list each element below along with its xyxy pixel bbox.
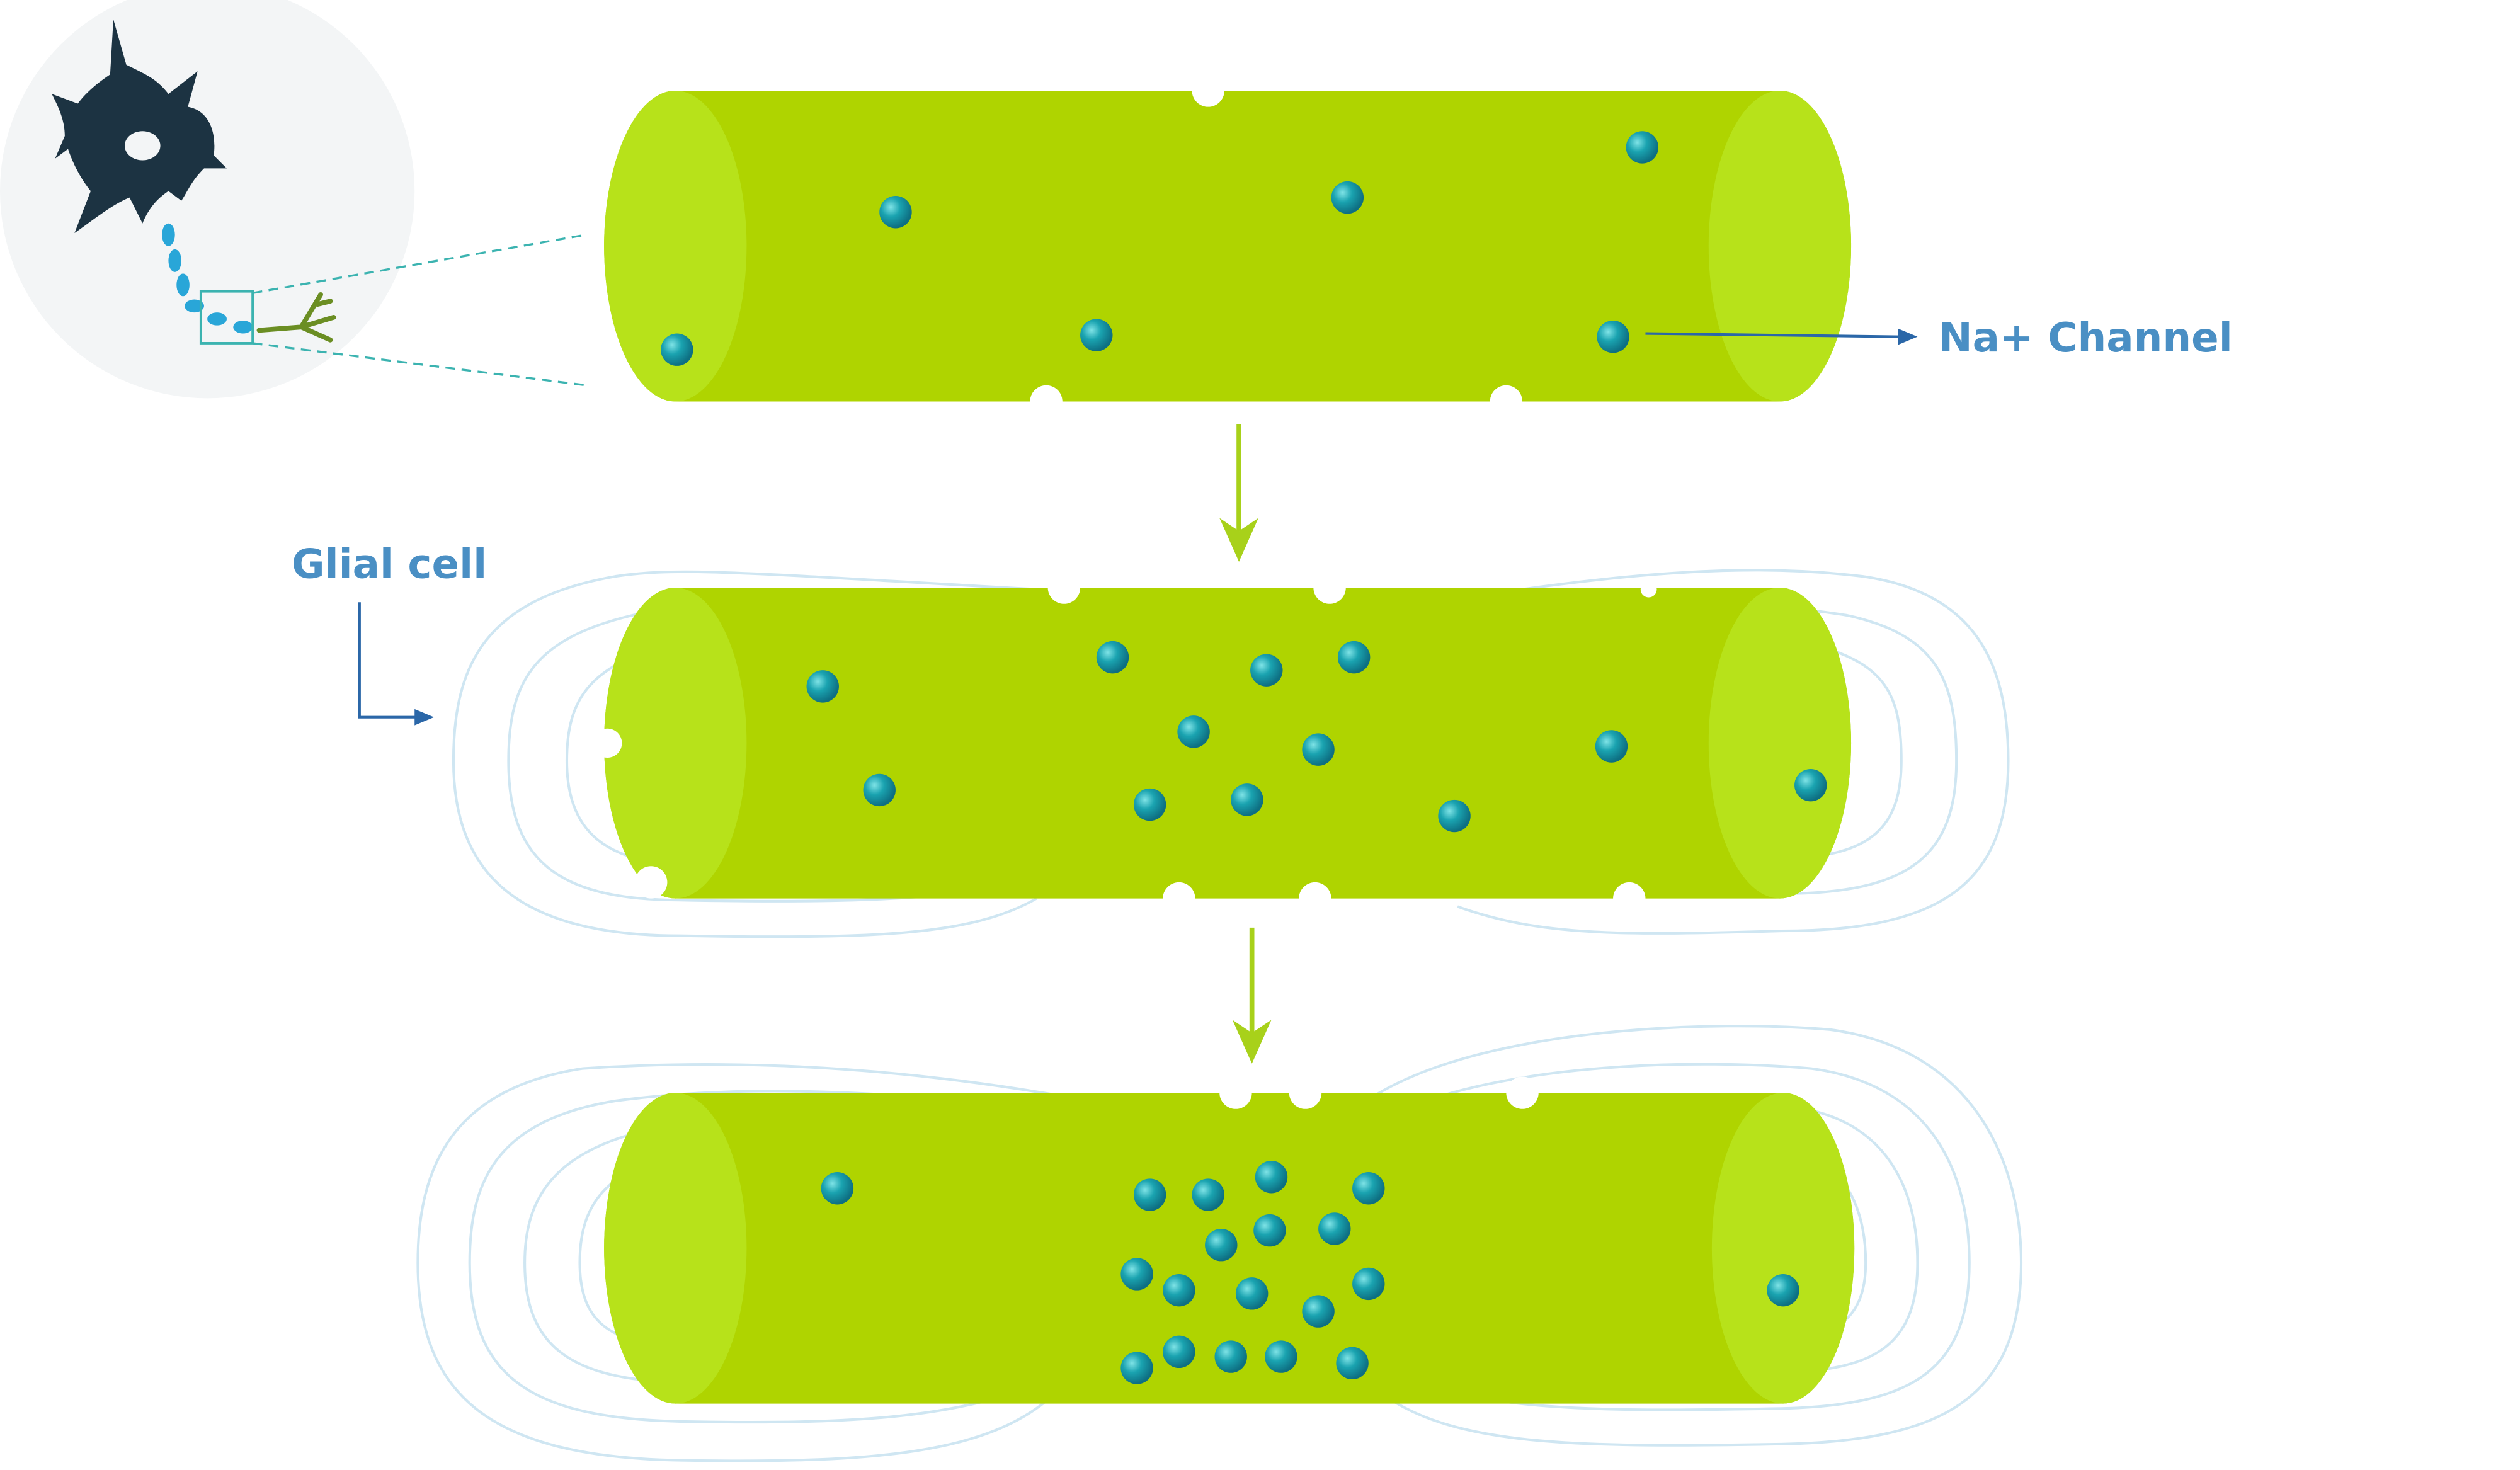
na-channel-ion	[1318, 1212, 1351, 1245]
neuron-nucleus	[124, 131, 161, 161]
zoom-line-top	[252, 234, 587, 294]
membrane-pore	[1047, 571, 1081, 604]
axon-myelinated	[604, 1076, 1855, 1404]
membrane-pore	[1299, 882, 1331, 915]
na-channel-ion	[1626, 131, 1659, 164]
na-channel-ion	[1302, 1295, 1335, 1328]
glial-cell-pointer-head	[414, 709, 435, 726]
membrane-pore	[1640, 581, 1657, 598]
na-channel-ion	[1250, 654, 1283, 687]
na-channel-pointer	[1645, 332, 1901, 338]
na-channel-ion	[1163, 1273, 1195, 1307]
na-channel-ion	[1336, 1347, 1369, 1380]
na-channel-ion	[1794, 768, 1827, 802]
na-channel-ion	[1096, 641, 1129, 674]
down-arrow-2	[1232, 927, 1272, 1064]
na-channel-ion	[863, 773, 896, 807]
membrane-pore	[593, 728, 622, 758]
na-channel-ion	[1255, 1161, 1288, 1194]
membrane-pore	[634, 866, 668, 899]
down-arrow-1	[1219, 424, 1258, 562]
neuron-inset	[0, 0, 415, 399]
axon-terminal	[256, 292, 336, 343]
na-channel-ion	[1205, 1228, 1238, 1262]
na-channel-ion	[1177, 715, 1210, 748]
na-channel-ion	[1595, 730, 1628, 763]
myelin-segments	[162, 223, 253, 334]
axon-end-left	[604, 1093, 747, 1404]
na-channel-ion	[1214, 1340, 1247, 1373]
na-channel-ion	[1597, 320, 1629, 353]
membrane-pore	[1192, 74, 1224, 107]
zoom-line-bottom	[252, 342, 587, 387]
axon-body	[604, 90, 1852, 402]
axon-body	[604, 588, 1852, 899]
neuron-soma	[52, 19, 227, 234]
na-channel-ion	[1133, 788, 1166, 821]
membrane-pore	[1490, 385, 1523, 418]
glial-cell-label: Glial cell	[292, 541, 487, 588]
na-channel-ion	[661, 333, 693, 366]
zoom-box	[199, 290, 254, 345]
na-channel-ion	[1438, 799, 1471, 833]
membrane-pore	[1613, 882, 1646, 915]
membrane-pore	[1219, 1076, 1252, 1109]
na-channel-ion	[1235, 1277, 1269, 1310]
inset-background	[0, 0, 415, 399]
na-channel-ion	[1080, 319, 1113, 351]
membrane-pore	[1163, 882, 1195, 915]
na-channel-ion	[1192, 1178, 1224, 1211]
na-channel-ion	[1253, 1214, 1286, 1247]
axon-end-right	[1708, 90, 1852, 402]
na-channel-ion	[806, 670, 839, 703]
na-channel-ion	[1331, 181, 1364, 214]
na-channel-ion	[1133, 1178, 1166, 1211]
na-channel-ion	[879, 196, 912, 229]
na-channel-ion	[1163, 1335, 1195, 1369]
membrane-pore	[1030, 385, 1063, 418]
na-channel-ion	[1265, 1340, 1297, 1373]
na-channel-ion	[1337, 641, 1371, 674]
glial-cell-pointer	[358, 602, 418, 719]
axon-unmyelinated	[604, 74, 1852, 418]
na-channel-ion	[1302, 733, 1335, 766]
membrane-pore	[1313, 571, 1346, 604]
na-channel-ion	[1231, 783, 1263, 816]
na-channel-pointer-head	[1898, 328, 1918, 345]
na-channel-ion	[821, 1172, 854, 1205]
na-channel-ion	[1120, 1352, 1153, 1384]
na-channel-ion	[1352, 1172, 1385, 1205]
na-channel-ion	[1352, 1267, 1385, 1301]
axon-end-left	[604, 588, 747, 899]
neuron-icon	[52, 19, 336, 343]
na-channel-label: Na+ Channel	[1939, 314, 2233, 362]
na-channel-ion	[1767, 1273, 1799, 1307]
axon-end-left	[604, 90, 747, 402]
membrane-pore	[1506, 1076, 1539, 1109]
axon-partially-myelinated	[593, 571, 1852, 915]
na-channel-ion	[1120, 1258, 1153, 1291]
membrane-pore	[1289, 1076, 1322, 1109]
axon-end-right	[1708, 588, 1852, 899]
axon-end-right	[1711, 1093, 1855, 1404]
